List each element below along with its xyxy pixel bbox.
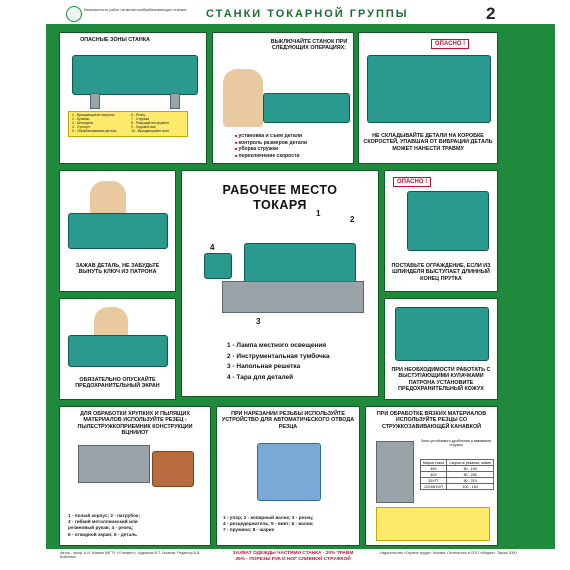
threading-title: ПРИ НАРЕЗАНИИ РЕЗЬБЫ ИСПОЛЬЗУЙТЕ УСТРОЙС…: [221, 411, 355, 430]
panel-danger-zones: ОПАСНЫЕ ЗОНЫ СТАНКА 1 - Вращающиеся патр…: [59, 32, 207, 164]
legend-item: 5 - Обрабатываемая деталь: [72, 129, 117, 133]
chip-zone-diagram: [376, 507, 490, 541]
callout-number: 4: [210, 243, 215, 252]
legend-item: 4 - резцедержатель; 5 - винт; 6 - валик;: [223, 521, 314, 527]
legend-item: 10 - Вращающийся винт: [131, 129, 170, 133]
stop-machine-title: ВЫКЛЮЧАЙТЕ СТАНОК ПРИ СЛЕДУЮЩИХ ОПЕРАЦИЯ…: [270, 39, 348, 52]
sheet-number: 2: [486, 4, 496, 23]
legend-item: 2 - Кулачки: [72, 117, 90, 121]
table-cell: 100 - 164: [446, 483, 495, 490]
panel-screen: ОБЯЗАТЕЛЬНО ОПУСКАЙТЕ ПРЕДОХРАНИТЕЛЬНЫЙ …: [59, 298, 176, 400]
workplace-legend: 1 - Лампа местного освещения 2 - Инструм…: [227, 341, 330, 383]
headstock-illustration: [407, 191, 489, 251]
gearbox-illustration: [367, 55, 491, 123]
legend-item: 7 - пружина; 8 - шарик: [223, 527, 274, 533]
danger-zones-legend: 1 - Вращающиеся патроны 2 - Кулачки 3 - …: [68, 111, 188, 137]
danger-zones-title: ОПАСНЫЕ ЗОНЫ СТАНКА: [80, 37, 150, 43]
workplace-title-line1: РАБОЧЕЕ МЕСТО: [222, 183, 338, 197]
danger-callout: ОПАСНО !: [393, 177, 432, 187]
legend-item: резиновый рукав; 4 - резец;: [68, 525, 134, 531]
workpiece-illustration: [152, 451, 194, 487]
list-item: установка и съем детали: [235, 133, 307, 140]
cutter-insert-illustration: [376, 441, 414, 503]
legend-item: 8 - Режущий инструмент: [131, 121, 170, 125]
table-cell: 12Х18Н10Т: [419, 483, 448, 490]
publisher-logo-icon: [66, 6, 82, 22]
lathe-chuck-illustration: [68, 335, 168, 367]
panel-stop-machine: ВЫКЛЮЧАЙТЕ СТАНОК ПРИ СЛЕДУЮЩИХ ОПЕРАЦИЯ…: [212, 32, 354, 164]
lathe-illustration: [244, 243, 356, 285]
list-item: контроль размеров детали: [235, 140, 308, 147]
list-item: уборка стружки: [235, 146, 307, 153]
floor-grating-illustration: [222, 281, 364, 313]
danger-callout: ОПАСНО !: [431, 39, 470, 49]
footer-publisher: Издательство «Охрана труда», Москва. Отп…: [380, 551, 517, 555]
statistic-line: ЗАХВАТ ОДЕЖДЫ ЧАСТЯМИ СТАНКА - 20% ТРАВМ: [232, 551, 354, 556]
jaw-guard-caption: ПРИ НЕОБХОДИМОСТИ РАБОТАТЬ С ВЫСТУПАЮЩИМ…: [391, 367, 491, 393]
footer-credits: Автор - проф. А.И. Комкин (МГТУ «Станкин…: [60, 551, 201, 560]
header-org: Безопасность работ на металлообрабатываю…: [84, 8, 187, 12]
chuck-key-caption: ЗАЖАВ ДЕТАЛЬ, НЕ ЗАБУДЬТЕ ВЫНУТЬ КЛЮЧ ИЗ…: [75, 263, 160, 276]
legend-item: 6 - Резец: [131, 113, 146, 117]
panel-chuck-key: ЗАЖАВ ДЕТАЛЬ, НЕ ЗАБУДЬТЕ ВЫНУТЬ КЛЮЧ ИЗ…: [59, 170, 176, 292]
legend-item: 7 - Стружка: [131, 117, 150, 121]
callout-number: 2: [350, 215, 355, 224]
panel-viscous: ПРИ ОБРАБОТКЕ ВЯЗКИХ МАТЕРИАЛОВ ИСПОЛЬЗУ…: [365, 406, 498, 546]
legend-item: 3 - гибкий металлический или: [68, 519, 138, 525]
legend-item: 3 - Шпиндель: [72, 121, 94, 125]
poster-title: СТАНКИ ТОКАРНОЙ ГРУППЫ: [206, 8, 409, 20]
brittle-legend: 1 - полый корпус; 2 - патрубок; 3 - гибк…: [68, 513, 140, 538]
workplace-title-line2: ТОКАРЯ: [253, 198, 307, 212]
brittle-title: ДЛЯ ОБРАБОТКИ ХРУПКИХ И ПЫЛЯЩИХ МАТЕРИАЛ…: [77, 411, 193, 437]
worker-illustration: [223, 69, 263, 127]
panel-workplace: РАБОЧЕЕ МЕСТО ТОКАРЯ 1 2 3 4 1 - Лампа м…: [181, 170, 379, 397]
list-item: переключение скорости: [235, 153, 307, 160]
lathe-leg: [90, 93, 100, 109]
stop-machine-list: установка и съем детали контроль размеро…: [235, 133, 308, 160]
footer-statistics: ЗАХВАТ ОДЕЖДЫ ЧАСТЯМИ СТАНКА - 20% ТРАВМ…: [218, 551, 368, 562]
legend-item: 5 - откидной экран; 6 - деталь: [68, 531, 138, 537]
list-item: 1 - Лампа местного освещения: [227, 342, 327, 349]
legend-item: 9 - Ходовой вал: [131, 125, 156, 129]
list-item: 4 - Тара для деталей: [227, 373, 294, 381]
threading-device-illustration: [257, 443, 321, 501]
legend-item: 1 - Вращающиеся патроны: [72, 113, 115, 117]
parts-container-illustration: [204, 253, 232, 279]
legend-item: 4 - Суппорт: [72, 125, 90, 129]
cutter-illustration: [78, 445, 150, 483]
panel-threading: ПРИ НАРЕЗАНИИ РЕЗЬБЫ ИСПОЛЬЗУЙТЕ УСТРОЙС…: [216, 406, 360, 546]
threading-legend: 1 - упор; 2 - копирный валик; 3 - резец;…: [223, 515, 314, 534]
panel-bar-guard: ОПАСНО ! ПОСТАВЬТЕ ОГРАЖДЕНИЕ, ЕСЛИ ИЗ Ш…: [384, 170, 498, 292]
lathe-chuck-illustration: [68, 213, 168, 249]
callout-number: 3: [256, 317, 261, 326]
lathe-illustration: [72, 55, 198, 95]
lathe-chuck-illustration: [263, 93, 350, 123]
legend-item: 1 - полый корпус; 2 - патрубок;: [68, 513, 140, 518]
chuck-guard-illustration: [395, 307, 489, 361]
bar-guard-caption: ПОСТАВЬТЕ ОГРАЖДЕНИЕ, ЕСЛИ ИЗ ШПИНДЕЛЯ В…: [391, 263, 491, 282]
statistic-line: 35% - ПОРЕЗЫ РУК И НОГ СЛИВНОЙ СТРУЖКОЙ: [235, 556, 351, 562]
list-item: 3 - Напольная решетка: [227, 363, 301, 370]
panel-jaw-guard: ПРИ НЕОБХОДИМОСТИ РАБОТАТЬ С ВЫСТУПАЮЩИМ…: [384, 298, 498, 400]
viscous-title: ПРИ ОБРАБОТКЕ ВЯЗКИХ МАТЕРИАЛОВ ИСПОЛЬЗУ…: [376, 411, 487, 430]
callout-number: 1: [316, 209, 321, 218]
panel-brittle: ДЛЯ ОБРАБОТКИ ХРУПКИХ И ПЫЛЯЩИХ МАТЕРИАЛ…: [59, 406, 211, 546]
legend-item: 1 - упор; 2 - копирный валик; 3 - резец;: [223, 515, 314, 520]
panel-gearbox: ОПАСНО ! НЕ СКЛАДЫВАЙТЕ ДЕТАЛИ НА КОРОБК…: [358, 32, 498, 164]
chip-table-title: Зоны устойчивого дробления и завивания с…: [420, 439, 492, 448]
screen-caption: ОБЯЗАТЕЛЬНО ОПУСКАЙТЕ ПРЕДОХРАНИТЕЛЬНЫЙ …: [75, 377, 160, 390]
gearbox-caption: НЕ СКЛАДЫВАЙТЕ ДЕТАЛИ НА КОРОБКЕ СКОРОСТ…: [363, 133, 493, 152]
list-item: 2 - Инструментальная тумбочка: [227, 352, 330, 360]
lathe-leg: [170, 93, 180, 109]
